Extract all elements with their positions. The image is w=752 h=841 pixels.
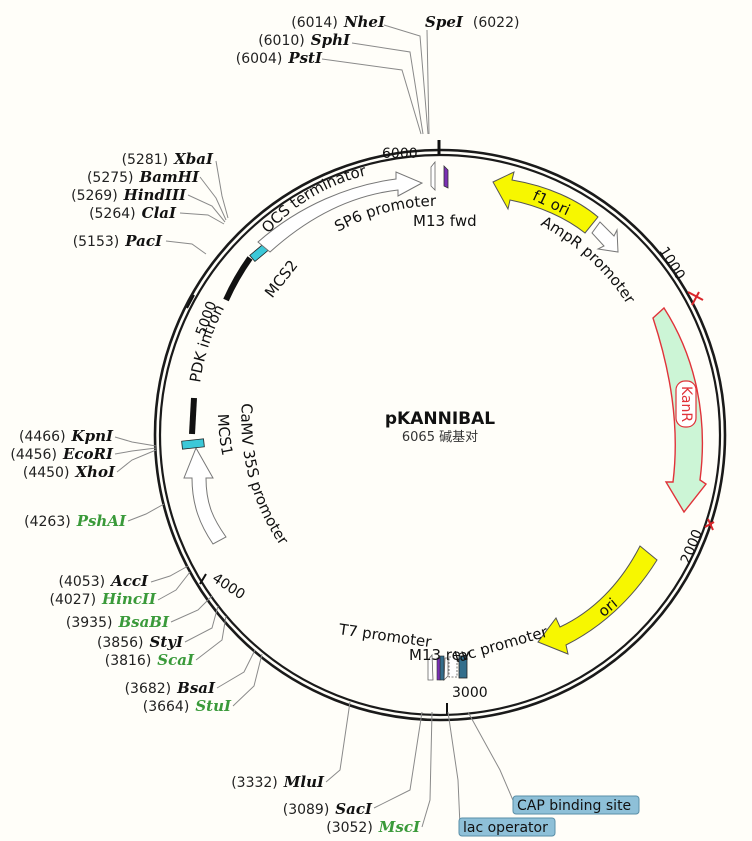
site-bsai[interactable]: (3682)BsaI	[125, 679, 216, 697]
feature-mcs1[interactable]	[181, 438, 205, 450]
site-stui[interactable]: (3664)StuI	[143, 697, 232, 715]
site-msci[interactable]: (3052)MscI	[326, 818, 421, 836]
label-camv-35s: CaMV 35S promoter	[237, 403, 292, 549]
feature-ori[interactable]	[537, 545, 658, 655]
feature-ampr-promoter[interactable]	[591, 221, 619, 253]
label-m13-fwd: M13 fwd	[413, 212, 477, 230]
tick-1000	[687, 291, 704, 301]
site-acci[interactable]: (4053)AccI	[59, 572, 149, 590]
tick-5000	[186, 294, 195, 309]
tick-1000-cross	[691, 291, 700, 306]
site-sphi[interactable]: (6010)SphI	[258, 31, 351, 49]
site-spei[interactable]: SpeI(6022)	[425, 13, 519, 31]
tick-label-6000: 6000	[382, 146, 418, 162]
label-pdk-intron: PDK intron	[186, 302, 228, 384]
site-ecori[interactable]: (4456)EcoRI	[10, 445, 114, 463]
site-hindiii[interactable]: (5269)HindIII	[71, 186, 187, 204]
site-kpni[interactable]: (4466)KpnI	[19, 427, 114, 445]
feature-m13-rev[interactable]	[436, 657, 441, 681]
site-pshai[interactable]: (4263)PshAI	[24, 512, 127, 530]
site-bamhi[interactable]: (5275)BamHI	[87, 168, 200, 186]
tick-label-4000: 4000	[209, 570, 248, 603]
feature-sp6-promoter[interactable]	[430, 160, 436, 191]
feature-lac-promoter-arrow[interactable]	[443, 657, 449, 682]
feature-f1-ori[interactable]	[492, 171, 599, 234]
tick-marks	[186, 140, 715, 715]
site-nhei[interactable]: (6014)NheI	[291, 13, 386, 31]
label-lac-promoter: lac promoter	[452, 622, 550, 666]
site-bsabi[interactable]: (3935)BsaBI	[66, 613, 170, 631]
site-saci[interactable]: (3089)SacI	[283, 800, 373, 818]
badge-lac-operator-text: lac operator	[463, 820, 548, 836]
tick-label-3000: 3000	[452, 685, 488, 701]
feature-cap-binding[interactable]	[458, 655, 468, 679]
label-mcs2: MCS2	[261, 257, 301, 302]
site-mlui[interactable]: (3332)MluI	[231, 773, 325, 791]
tick-2000-cross	[707, 518, 714, 531]
site-paci[interactable]: (5153)PacI	[73, 232, 163, 250]
feature-camv-35s[interactable]	[183, 446, 227, 545]
site-styi[interactable]: (3856)StyI	[97, 633, 184, 651]
label-mcs1: MCS1	[214, 413, 236, 457]
badge-cap-binding-site[interactable]: CAP binding site	[512, 795, 640, 815]
kanr-label-box	[675, 380, 697, 428]
tick-4000	[199, 573, 207, 585]
site-psti[interactable]: (6004)PstI	[236, 49, 323, 67]
feature-pdk-intron-lower[interactable]	[189, 397, 197, 435]
label-t7-promoter: T7 promoter	[337, 620, 433, 651]
site-leaders	[114, 24, 516, 828]
site-hincii[interactable]: (4027)HincII	[49, 590, 156, 608]
badge-lac-operator[interactable]: lac operator	[458, 817, 556, 837]
plasmid-name: pKANNIBAL	[385, 409, 495, 429]
site-xhoi[interactable]: (4450)XhoI	[23, 463, 116, 481]
site-scai[interactable]: (3816)ScaI	[105, 651, 195, 669]
site-xbai[interactable]: (5281)XbaI	[122, 150, 214, 168]
feature-t7-promoter[interactable]	[427, 653, 434, 681]
plasmid-length: 6065 碱基对	[402, 430, 478, 445]
label-kanr: KanR	[678, 386, 694, 422]
feature-pdk-intron-upper[interactable]	[223, 256, 253, 302]
feature-m13-fwd[interactable]	[443, 165, 449, 189]
feature-lac-operator[interactable]	[448, 656, 458, 678]
site-labels: (6014)NheI SpeI(6022) (6010)SphI (6004)P…	[10, 13, 519, 836]
label-m13-rev: M13 rev	[409, 646, 470, 664]
badge-cap-text: CAP binding site	[517, 798, 631, 814]
site-clai[interactable]: (5264)ClaI	[89, 204, 177, 222]
feature-ocs-terminator[interactable]	[257, 171, 424, 253]
